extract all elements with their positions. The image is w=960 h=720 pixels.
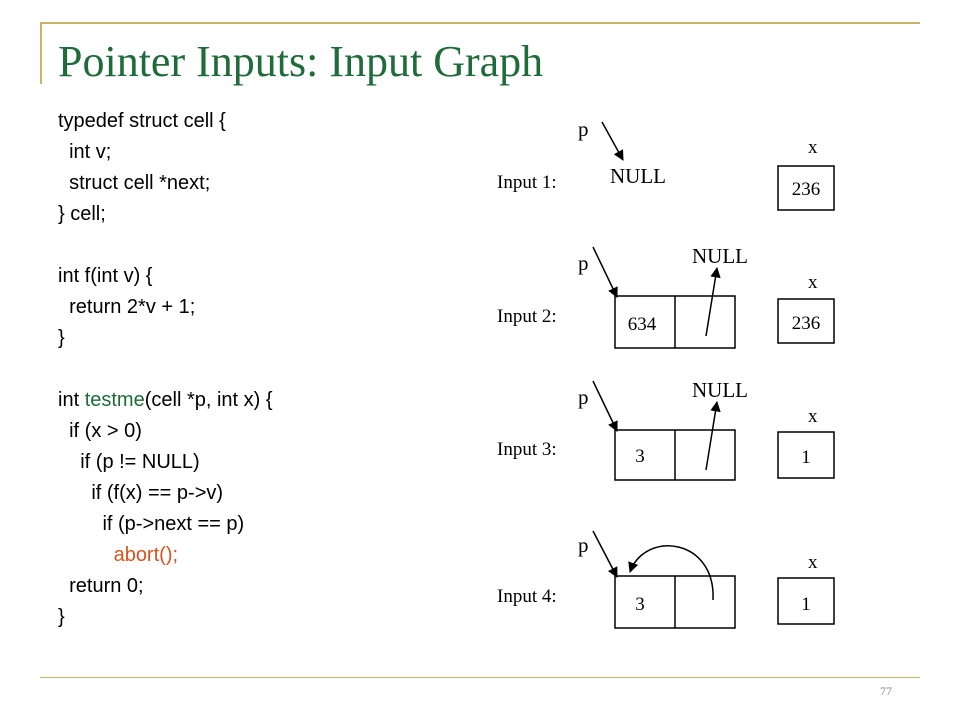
x-box (777, 577, 835, 625)
x-value: 1 (801, 594, 811, 615)
input-label: Input 4: (497, 586, 557, 607)
code-line: return 2*v + 1; (58, 296, 196, 318)
page-number: 77 (880, 684, 892, 698)
code-line: if (p->next == p) (58, 513, 245, 535)
x-label: x (808, 137, 818, 158)
code-block: typedef struct cell { int v; struct cell… (58, 106, 273, 633)
x-box (777, 165, 835, 211)
code-line (58, 230, 273, 261)
input-graph-diagram: Input 1: p NULL x 236 Input 2: p 634 NUL… (497, 117, 835, 629)
input-2-graph: Input 2: p 634 NULL x 236 (497, 244, 835, 349)
self-loop-arrow (628, 545, 714, 601)
next-pointer-arrow (705, 400, 721, 471)
input-label: Input 2: (497, 306, 557, 327)
x-box (777, 298, 835, 344)
pointer-arrow (592, 530, 618, 578)
input-4-graph: Input 4: p 3 x 1 (497, 530, 835, 629)
code-line: if (p != NULL) (58, 451, 200, 473)
code-line: typedef struct cell { (58, 110, 226, 132)
x-label: x (808, 406, 818, 427)
slide-title: Pointer Inputs: Input Graph (58, 37, 544, 86)
cell-value: 3 (635, 594, 645, 615)
code-line: if (x > 0) (58, 420, 142, 442)
code-line: } (58, 606, 65, 628)
pointer-label: p (578, 117, 589, 141)
next-pointer-arrow (705, 266, 721, 337)
null-label: NULL (692, 244, 748, 268)
code-text: (cell *p, int x) { (144, 389, 273, 411)
code-line-abort: abort(); (58, 544, 179, 566)
code-line: struct cell *next; (58, 172, 211, 194)
pointer-label: p (578, 533, 589, 557)
left-rule (40, 22, 42, 84)
code-line: int v; (58, 141, 112, 163)
x-box (777, 431, 835, 479)
code-line (58, 354, 273, 385)
input-label: Input 3: (497, 439, 557, 460)
code-line: int f(int v) { (58, 265, 153, 287)
top-rule (40, 22, 920, 24)
x-value: 236 (792, 179, 821, 200)
function-name: testme (84, 389, 145, 411)
pointer-label: p (578, 251, 589, 275)
x-value: 236 (792, 313, 821, 334)
cell-value: 3 (635, 446, 645, 467)
input-3-graph: Input 3: p 3 NULL x 1 (497, 378, 835, 481)
code-line-testme: int testme(cell *p, int x) { (58, 385, 273, 416)
pointer-arrow (592, 380, 618, 432)
bottom-rule (40, 677, 920, 678)
input-1-graph: Input 1: p NULL x 236 (497, 117, 835, 211)
code-line: } cell; (58, 203, 106, 225)
null-label: NULL (692, 378, 748, 402)
code-line: } (58, 327, 65, 349)
input-label: Input 1: (497, 172, 557, 193)
code-line: if (f(x) == p->v) (58, 482, 224, 504)
code-line: return 0; (58, 575, 144, 597)
null-label: NULL (610, 164, 666, 188)
code-text: int (58, 389, 85, 411)
pointer-arrow (592, 246, 618, 298)
x-label: x (808, 552, 818, 573)
x-label: x (808, 272, 818, 293)
cell-value: 634 (628, 314, 657, 335)
x-value: 1 (801, 447, 811, 468)
pointer-arrow (601, 121, 624, 161)
pointer-label: p (578, 385, 589, 409)
